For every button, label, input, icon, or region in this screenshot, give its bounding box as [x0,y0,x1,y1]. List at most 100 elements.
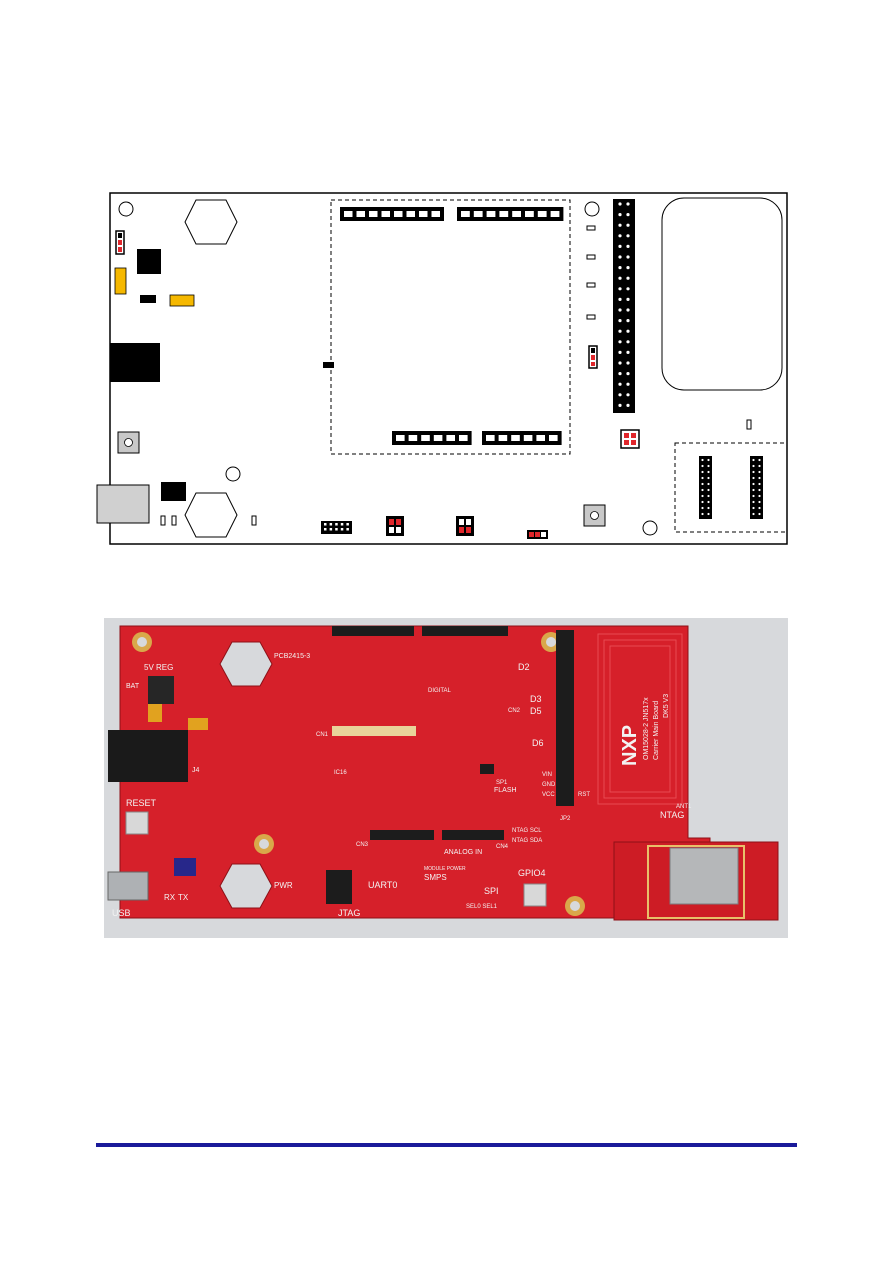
uart-jumper-pin [396,527,401,533]
silk-cn4: CN4 [496,844,509,850]
silk-cn3: CN3 [356,842,369,848]
module-header-pin [701,512,704,516]
photo-header-cn2 [422,626,508,636]
jumper-mid-right-pin2 [591,355,595,360]
jumper-top-left-pin1 [118,233,122,238]
silk-pwr: PWR [274,881,293,890]
module-header-pin [752,470,755,474]
shield-header-top-right-pin [499,211,509,217]
shield-header-top-left-pin [381,211,390,217]
expansion-header-pin [626,372,630,376]
module-header-2 [750,456,763,519]
expansion-header-pin [618,223,622,227]
module-header-pin [701,464,704,468]
expansion-header-pin [626,340,630,344]
shield-marker [323,362,334,368]
shield-header-bottom-right-pin [511,435,520,441]
expansion-header-pin [626,244,630,248]
module-header-pin [701,458,704,462]
photo-power-jack [108,730,188,782]
smps-jumper [456,516,474,536]
module-header-pin [758,464,761,468]
jtag-header-pin [335,528,338,531]
module-header-pin [758,470,761,474]
small-pad-4 [586,314,596,320]
footer-rule [96,1143,797,1147]
usb-chip [161,482,186,501]
jtag-header-pin [324,523,327,526]
module-header-pin [701,506,704,510]
shield-header-top-left-pin [419,211,428,217]
jtag-header [321,521,352,534]
silk-sp1: SP1 [496,780,508,786]
capacitor-orange-horizontal [169,294,195,307]
smps-jumper-pin [466,519,471,525]
spi-jumper-pin [541,532,546,537]
silk-pcb-id: PCB2415-3 [274,653,310,660]
uart-jumper-pin [389,527,394,533]
expansion-header-pin [618,319,622,323]
jtag-header-pin [346,528,349,531]
silk-rst: RST [578,792,590,798]
module-header-pin [707,488,710,492]
expansion-header-pin [618,266,622,270]
module-area [674,442,788,533]
shield-header-top-right-pin [525,211,534,217]
module-header-pin [752,458,755,462]
shield-header-top-left-pin [406,211,415,217]
expansion-header-pin [618,403,622,407]
expansion-header-pin [626,297,630,301]
module-header-pin [752,500,755,504]
module-header-pin [758,494,761,498]
module-header-pin [707,476,710,480]
jumper-2x2-right [620,429,640,449]
silk-cn2: CN2 [508,708,521,714]
module-header-pin [707,458,710,462]
spi-jumper-pin [535,532,540,537]
module-header-pin [707,500,710,504]
expansion-header-2x20 [613,199,635,413]
mounting-hole-top-left [118,201,134,217]
module-header-pin [701,470,704,474]
expansion-header-pin [618,308,622,312]
shield-header-bottom-right-pin [498,435,508,441]
reset-button-dot [124,438,133,447]
photo-hole-1-core [137,637,147,647]
expansion-header-pin [626,350,630,354]
jtag-header-pin [335,523,338,526]
expansion-header-pin [626,308,630,312]
jtag-header-pin [329,523,333,526]
module-header-pin [752,494,755,498]
photo-header-cn1-left [332,626,414,636]
expansion-header-pin [618,372,622,376]
expansion-header-pin [626,213,630,217]
silk-smps: SMPS [424,873,447,882]
expansion-header-pin [618,329,622,333]
module-header-pin [758,482,761,486]
silk-carrier: Carrier Main Board [653,701,660,760]
photo-usb-chip [174,858,196,876]
spi-jumper-pin [529,532,534,537]
shield-header-top-left-pin [394,211,403,217]
silk-tx: TX [178,893,189,902]
expansion-header-pin [618,361,622,365]
expansion-header-pin [626,223,630,227]
module-header-pin [707,494,710,498]
photo-hole-2-core [546,637,556,647]
module-header-pin [701,500,704,504]
small-pad-3 [586,282,596,288]
jtag-header-pin [346,523,349,526]
silk-module-power: MODULE POWER [424,866,466,872]
module-headers [699,456,763,519]
silk-ic16: IC16 [334,770,347,776]
expansion-header-pin [626,276,630,280]
small-pad-antenna [746,419,752,430]
silk-rx: RX [164,893,176,902]
jumper-2x2-pins [624,433,636,445]
jumper-2x2-pin [631,433,636,438]
shield-header-top-right [457,207,564,221]
photo-reset-button [125,811,149,835]
module-header-pin [707,482,710,486]
module-header-pin [752,464,755,468]
silk-vreg: 5V REG [144,663,173,672]
